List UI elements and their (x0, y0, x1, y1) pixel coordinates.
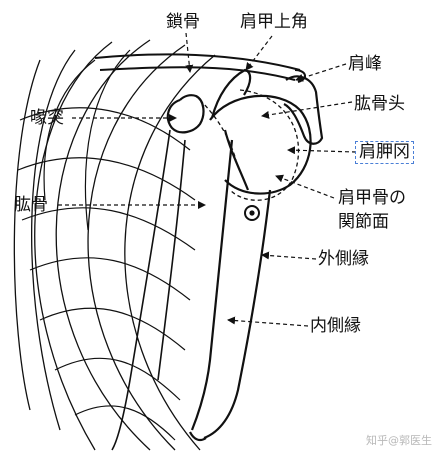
humerus-shaft (111, 129, 186, 451)
label-coracoid: 喙突 (30, 108, 64, 128)
label-lateral-border: 外側縁 (318, 249, 369, 269)
scapula-outline (166, 68, 324, 442)
watermark: 知乎@郭医生 (366, 434, 432, 447)
label-superior-angle: 肩甲上角 (240, 12, 308, 32)
label-acromion: 肩峰 (348, 54, 382, 74)
label-glenoid-line1: 肩甲骨の (338, 188, 406, 208)
glenoid-target (244, 205, 260, 221)
dashed-arcs (199, 89, 300, 201)
label-clavicle: 鎖骨 (166, 12, 200, 32)
label-glenoid-line2: 関節面 (338, 212, 389, 232)
leader-lines (58, 32, 357, 327)
label-humerus: 肱骨 (14, 195, 48, 215)
label-humeral-head: 肱骨头 (354, 94, 405, 114)
label-medial-border: 内側縁 (310, 316, 361, 336)
rib-cage-lines (13, 39, 216, 451)
rib-cross-lines (17, 49, 196, 441)
label-scapular-notch: 肩胛冈 (355, 141, 414, 164)
